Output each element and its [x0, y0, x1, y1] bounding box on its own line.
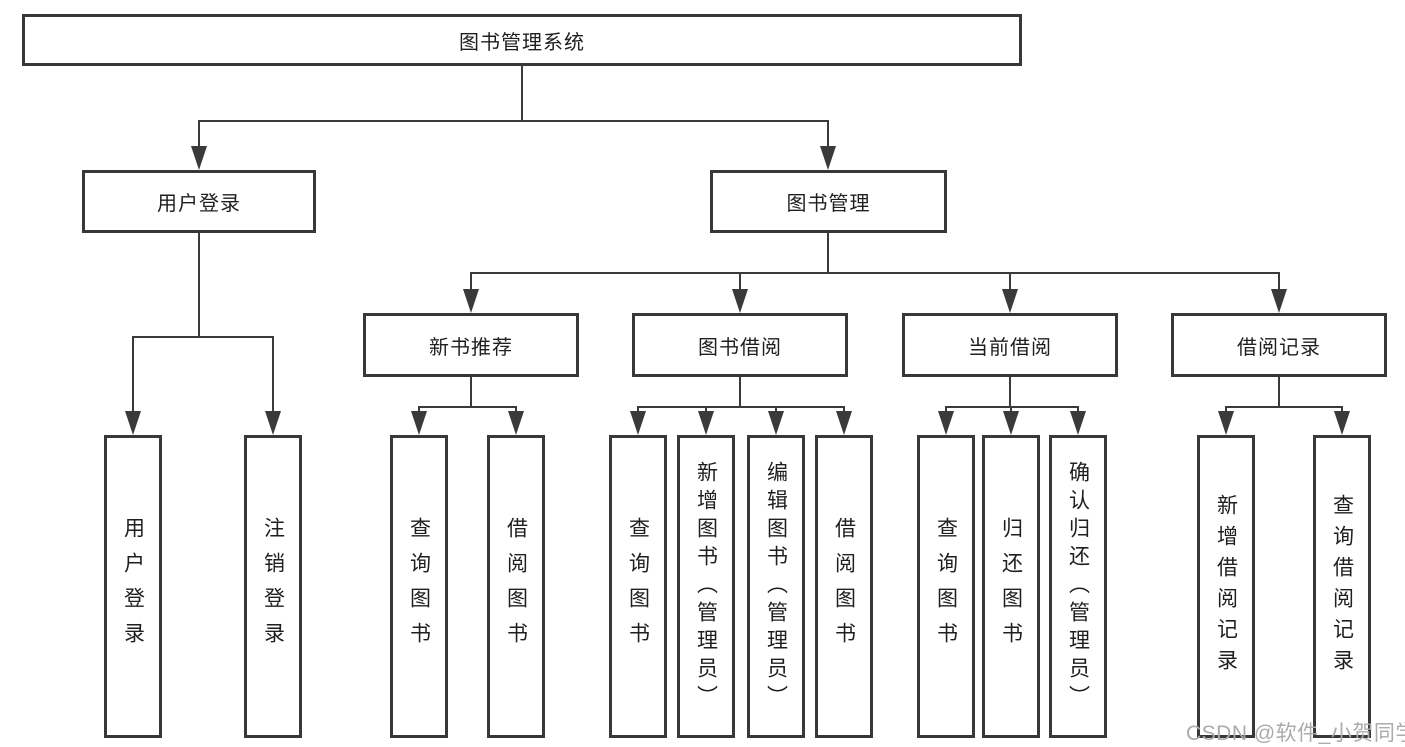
connector-leaf-leg	[515, 406, 517, 413]
node-current-borrowing: 当前借阅	[902, 313, 1118, 377]
leaf-label: 借阅图书	[504, 516, 528, 657]
leaf-label: 借阅图书	[832, 516, 856, 657]
connector-level1-bus	[199, 120, 829, 122]
leaf-query-books-2: 查询图书	[609, 435, 667, 738]
leaf-user-login: 用户登录	[104, 435, 162, 738]
connector-level2-bus	[471, 272, 1279, 274]
node-user-login: 用户登录	[82, 170, 316, 233]
connector-book-borrowing-bus	[638, 406, 844, 408]
arrow-down-icon	[265, 411, 281, 435]
arrow-down-icon	[820, 146, 836, 170]
leaf-label: 编辑图书（管理员）	[764, 460, 788, 713]
arrow-down-icon	[125, 411, 141, 435]
leaf-query-borrow-record: 查询借阅记录	[1313, 435, 1371, 738]
leaf-label: 用户登录	[121, 516, 145, 657]
leaf-borrow-books-1: 借阅图书	[487, 435, 545, 738]
leaf-label: 确认归还（管理员）	[1066, 460, 1090, 713]
leaf-query-books-1: 查询图书	[390, 435, 448, 738]
arrow-down-icon	[1002, 289, 1018, 313]
connector-leaf-leg	[1010, 406, 1012, 413]
node-book-borrowing: 图书借阅	[632, 313, 848, 377]
leaf-return-books: 归还图书	[982, 435, 1040, 738]
connector-leg-book-borrowing	[739, 272, 741, 291]
connector-leg-new-book	[470, 272, 472, 291]
leaf-logout: 注销登录	[244, 435, 302, 738]
leaf-label: 查询图书	[407, 516, 431, 657]
node-new-book-recommendation: 新书推荐	[363, 313, 579, 377]
arrow-down-icon	[836, 411, 852, 435]
arrow-down-icon	[463, 289, 479, 313]
node-label: 借阅记录	[1237, 336, 1321, 359]
connector-book-borrowing-riser	[739, 377, 741, 406]
connector-leaf-leg	[843, 406, 845, 413]
connector-leg-current-borrowing	[1009, 272, 1011, 291]
connector-borrowing-records-bus	[1226, 406, 1342, 408]
connector-leaf-leg	[418, 406, 420, 413]
leaf-add-book-admin: 新增图书（管理员）	[677, 435, 735, 738]
leaf-label: 查询图书	[626, 516, 650, 657]
leaf-borrow-books-2: 借阅图书	[815, 435, 873, 738]
connector-user-login-riser	[198, 233, 200, 336]
arrow-down-icon	[1070, 411, 1086, 435]
arrow-down-icon	[191, 146, 207, 170]
connector-leaf-leg	[1341, 406, 1343, 413]
arrow-down-icon	[938, 411, 954, 435]
leaf-query-books-3: 查询图书	[917, 435, 975, 738]
connector-leaf-leg	[637, 406, 639, 413]
arrow-down-icon	[508, 411, 524, 435]
node-label: 用户登录	[157, 193, 241, 215]
connector-borrowing-records-riser	[1278, 377, 1280, 406]
connector-leaf-leg	[945, 406, 947, 413]
connector-new-book-bus	[419, 406, 516, 408]
arrow-down-icon	[768, 411, 784, 435]
connector-root-riser	[521, 66, 523, 120]
watermark: CSDN @软件_小贺同学	[1186, 722, 1405, 745]
node-label: 图书管理系统	[459, 31, 585, 54]
node-book-management: 图书管理	[710, 170, 947, 233]
leaf-label: 归还图书	[999, 516, 1023, 657]
arrow-down-icon	[732, 289, 748, 313]
connector-leg-borrowing-records	[1278, 272, 1280, 291]
node-label: 新书推荐	[429, 336, 513, 359]
arrow-down-icon	[1334, 411, 1350, 435]
connector-leg-leaf-user-login	[132, 336, 134, 413]
connector-leaf-leg	[1225, 406, 1227, 413]
node-root: 图书管理系统	[22, 14, 1022, 66]
leaf-label: 新增图书（管理员）	[694, 460, 718, 713]
node-borrowing-records: 借阅记录	[1171, 313, 1387, 377]
arrow-down-icon	[1003, 411, 1019, 435]
connector-current-borrowing-riser	[1009, 377, 1011, 406]
leaf-edit-book-admin: 编辑图书（管理员）	[747, 435, 805, 738]
leaf-label: 注销登录	[261, 516, 285, 657]
connector-book-management-riser	[827, 233, 829, 272]
connector-new-book-riser	[470, 377, 472, 406]
node-label: 当前借阅	[968, 336, 1052, 359]
leaf-confirm-return-admin: 确认归还（管理员）	[1049, 435, 1107, 738]
connector-leg-leaf-logout	[272, 336, 274, 413]
arrow-down-icon	[1218, 411, 1234, 435]
leaf-label: 查询借阅记录	[1330, 493, 1354, 680]
connector-user-login-bus	[133, 336, 273, 338]
connector-current-borrowing-bus	[946, 406, 1078, 408]
connector-leg-user-login	[198, 120, 200, 148]
node-label: 图书借阅	[698, 336, 782, 359]
connector-leaf-leg	[1077, 406, 1079, 413]
connector-leaf-leg	[775, 406, 777, 413]
leaf-label: 查询图书	[934, 516, 958, 657]
leaf-add-borrow-record: 新增借阅记录	[1197, 435, 1255, 738]
arrow-down-icon	[630, 411, 646, 435]
arrow-down-icon	[698, 411, 714, 435]
leaf-label: 新增借阅记录	[1214, 493, 1238, 680]
connector-leg-book-management	[827, 120, 829, 148]
arrow-down-icon	[1271, 289, 1287, 313]
node-label: 图书管理	[786, 193, 871, 215]
connector-leaf-leg	[705, 406, 707, 413]
arrow-down-icon	[411, 411, 427, 435]
